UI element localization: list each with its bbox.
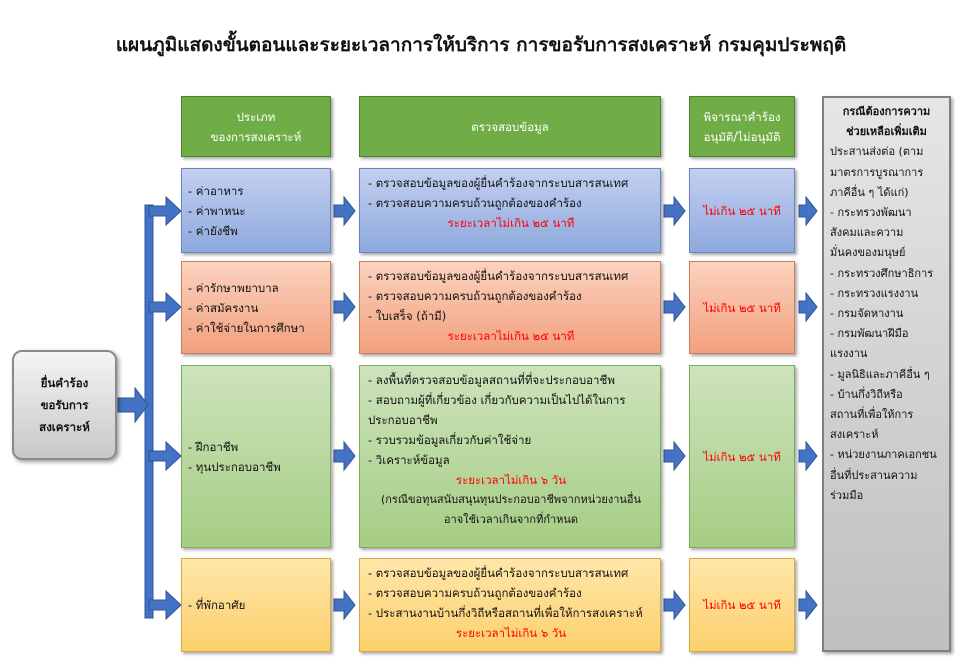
check-item: - รวบรวมข้อมูลเกี่ยวกับค่าใช้จ่าย [368,433,532,447]
header-type: ประเภท ของการสงเคราะห์ [181,96,331,157]
header-approve: พิจารณาคำร้อง อนุมัติ/ไม่อนุมัติ [689,96,795,157]
category-box-row-4: - ที่พักอาศัย [181,558,331,652]
branch-arrow-4 [148,589,182,621]
header-check-label: ตรวจสอบข้อมูล [471,119,549,134]
check-item: - ประสานงานบ้านกึ่งวิถีหรือสถานที่เพื่อใ… [368,606,643,620]
check-period: ระยะเวลาไม่เกิน ๖ วัน [455,626,567,640]
side-lines: ประสานส่งต่อ (ตามมาตรการบูรณาการภาคีอื่น… [830,142,943,506]
header-approve-line: พิจารณาคำร้อง [703,109,781,124]
check-item: - ตรวจสอบความครบถ้วนถูกต้องของคำร้อง [368,289,582,303]
approve-time-row-4: ไม่เกิน ๒๕ นาที [689,558,795,652]
header-check: ตรวจสอบข้อมูล [359,96,661,157]
side-line: - บ้านกึ่งวิถีหรือ [830,387,903,401]
check-item: - ตรวจสอบข้อมูลของผู้ยื่นคำร้องจากระบบสา… [368,176,629,190]
category-item: - ค่ารักษาพยาบาล [188,280,279,295]
check-note: อาจใช้เวลาเกินจากที่กำหนด [443,513,579,526]
category-item: - ค่าสมัครงาน [188,300,259,315]
side-line: ภาคีอื่น ๆ ได้แก่) [830,185,909,199]
check-box-row-2: - ตรวจสอบข้อมูลของผู้ยื่นคำร้องจากระบบสา… [359,261,661,354]
category-box-row-2: - ค่ารักษาพยาบาล - ค่าสมัครงาน - ค่าใช้จ… [181,261,331,354]
header-type-line: ประเภท [236,109,276,124]
category-item: - ที่พักอาศัย [188,598,246,612]
branch-arrow-2 [148,291,182,323]
check-box-row-3: - ลงพื้นที่ตรวจสอบข้อมูลสถานที่ที่จะประก… [359,365,661,548]
side-line: - มูลนิธิและภาคีอื่น ๆ [830,367,930,381]
arrow-approve-side-2 [798,291,818,323]
side-line: ประสานส่งต่อ (ตาม [830,145,924,159]
check-note: (กรณีขอทุนสนับสนุนทุนประกอบอาชีพจากหน่วย… [380,493,642,506]
check-period: ระยะเวลาไม่เกิน ๒๕ นาที [447,329,575,343]
side-line: มาตรการบูรณาการ [830,165,924,179]
connector-trunk [144,204,154,619]
arrow-check-approve-3 [663,440,686,472]
start-line: สงเคราะห์ [39,420,90,434]
check-period: ระยะเวลาไม่เกิน ๖ วัน [455,473,567,487]
start-line: ขอรับการ [40,398,89,412]
page-title: แผนภูมิแสดงขั้นตอนและระยะเวลาการให้บริกา… [115,34,847,56]
arrow-cat-check-4 [333,589,356,621]
check-item: - วิเคราะห์ข้อมูล [368,453,450,467]
branch-arrow-1 [148,195,182,227]
arrow-cat-check-1 [333,195,356,227]
additional-assistance-box: กรณีต้องการความ ช่วยเหลือเพิ่มเติม ประสา… [822,96,951,652]
arrow-check-approve-4 [663,589,686,621]
approve-time-row-3: ไม่เกิน ๒๕ นาที [689,365,795,548]
category-item: - ค่าใช้จ่ายในการศึกษา [188,320,305,335]
check-item: ประกอบอาชีพ [368,413,438,427]
side-line: สังคมและความ [830,226,904,240]
check-box-row-4: - ตรวจสอบข้อมูลของผู้ยื่นคำร้องจากระบบสา… [359,558,661,652]
check-item: - ตรวจสอบความครบถ้วนถูกต้องของคำร้อง [368,586,582,600]
category-item: - ค่ายังชีพ [188,223,238,238]
start-line: ยื่นคำร้อง [40,376,89,390]
branch-arrow-3 [148,440,182,472]
approve-time-row-1: ไม่เกิน ๒๕ นาที [689,168,795,253]
side-line: - หน่วยงานภาคเอกชน [830,448,937,462]
check-item: - ใบเสร็จ (ถ้ามี) [368,309,447,323]
start-box-submit-request: ยื่นคำร้อง ขอรับการ สงเคราะห์ [12,350,117,460]
check-item: - ลงพื้นที่ตรวจสอบข้อมูลสถานที่ที่จะประก… [368,373,615,387]
arrow-cat-check-3 [333,440,356,472]
side-line: ร่วมมือ [830,488,864,502]
category-box-row-1: - ค่าอาหาร - ค่าพาหนะ - ค่ายังชีพ [181,168,331,253]
side-line: - กระทรวงพัฒนา [830,206,912,220]
check-item: - ตรวจสอบข้อมูลของผู้ยื่นคำร้องจากระบบสา… [368,269,629,283]
start-arrow [117,386,149,424]
check-box-row-1: - ตรวจสอบข้อมูลของผู้ยื่นคำร้องจากระบบสา… [359,168,661,253]
check-item: - ตรวจสอบความครบถ้วนถูกต้องของคำร้อง [368,196,582,210]
side-line: สงเคราะห์ [830,428,879,442]
side-line: - กรมพัฒนาฝีมือ [830,327,909,341]
arrow-approve-side-3 [798,440,818,472]
arrow-cat-check-2 [333,291,356,323]
category-box-row-3: - ฝึกอาชีพ - ทุนประกอบอาชีพ [181,365,331,548]
side-line: มั่นคงของมนุษย์ [830,246,906,260]
arrow-approve-side-4 [798,589,818,621]
check-period: ระยะเวลาไม่เกิน ๒๕ นาที [447,216,575,230]
side-line: อื่นที่ประสานความ [830,468,918,482]
category-item: - ฝึกอาชีพ [188,439,239,454]
category-item: - ค่าพาหนะ [188,203,246,218]
side-line: - กระทรวงแรงงาน [830,286,919,300]
category-item: - ทุนประกอบอาชีพ [188,459,281,474]
category-item: - ค่าอาหาร [188,183,244,198]
header-approve-line: อนุมัติ/ไม่อนุมัติ [703,129,781,144]
side-heading: ช่วยเหลือเพิ่มเติม [846,125,927,139]
check-item: - สอบถามผู้ที่เกี่ยวข้อง เกี่ยวกับความเป… [368,393,626,407]
check-item: - ตรวจสอบข้อมูลของผู้ยื่นคำร้องจากระบบสา… [368,566,629,580]
side-line: สถานที่เพื่อให้การ [830,408,914,422]
side-line: - กระทรวงศึกษาธิการ [830,266,934,280]
side-line: - กรมจัดหางาน [830,307,904,321]
header-type-line: ของการสงเคราะห์ [210,129,302,144]
arrow-check-approve-2 [663,291,686,323]
approve-time-row-2: ไม่เกิน ๒๕ นาที [689,261,795,354]
arrow-check-approve-1 [663,195,686,227]
side-heading: กรณีต้องการความ [842,105,931,118]
side-line: แรงงาน [830,347,868,361]
arrow-approve-side-1 [798,195,818,227]
